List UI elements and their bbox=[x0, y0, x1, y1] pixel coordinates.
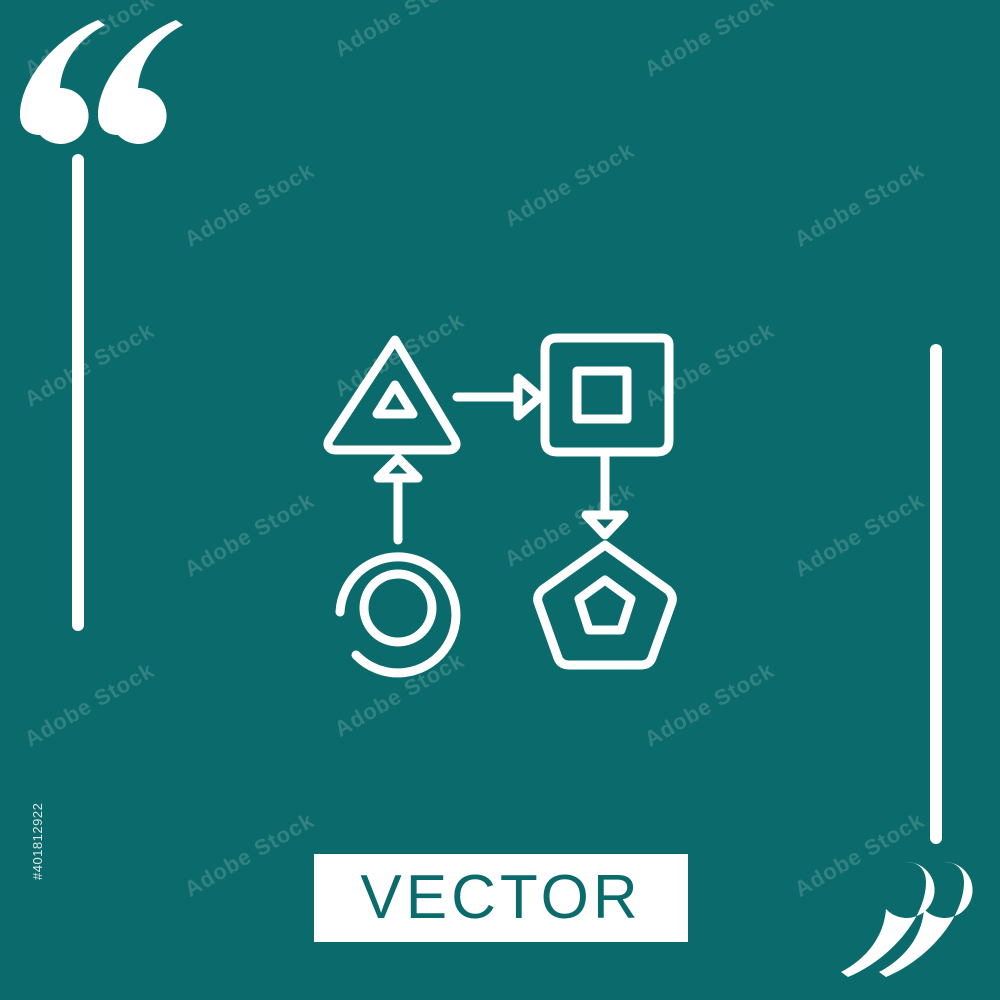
arrow-up-head bbox=[373, 453, 423, 483]
right-double-quote-icon bbox=[841, 861, 973, 977]
vector-label: VECTOR bbox=[360, 863, 642, 932]
circle-outer-shape bbox=[335, 552, 461, 678]
triangle-inner-shape bbox=[372, 380, 418, 419]
workflow-shapes-icon bbox=[323, 333, 677, 678]
circle-inner-shape bbox=[359, 569, 437, 647]
pentagon-outer-shape bbox=[533, 540, 677, 670]
arrow-right-head bbox=[513, 373, 545, 421]
arrow-down-head bbox=[581, 510, 629, 540]
left-double-quote-icon bbox=[20, 20, 183, 144]
square-outer-shape bbox=[540, 333, 674, 457]
stock-id-label: #401812922 bbox=[30, 802, 45, 880]
square-inner-shape bbox=[572, 366, 632, 424]
pentagon-inner-shape bbox=[574, 575, 636, 635]
triangle-outer-shape bbox=[323, 335, 461, 455]
vector-badge: VECTOR bbox=[314, 854, 688, 942]
